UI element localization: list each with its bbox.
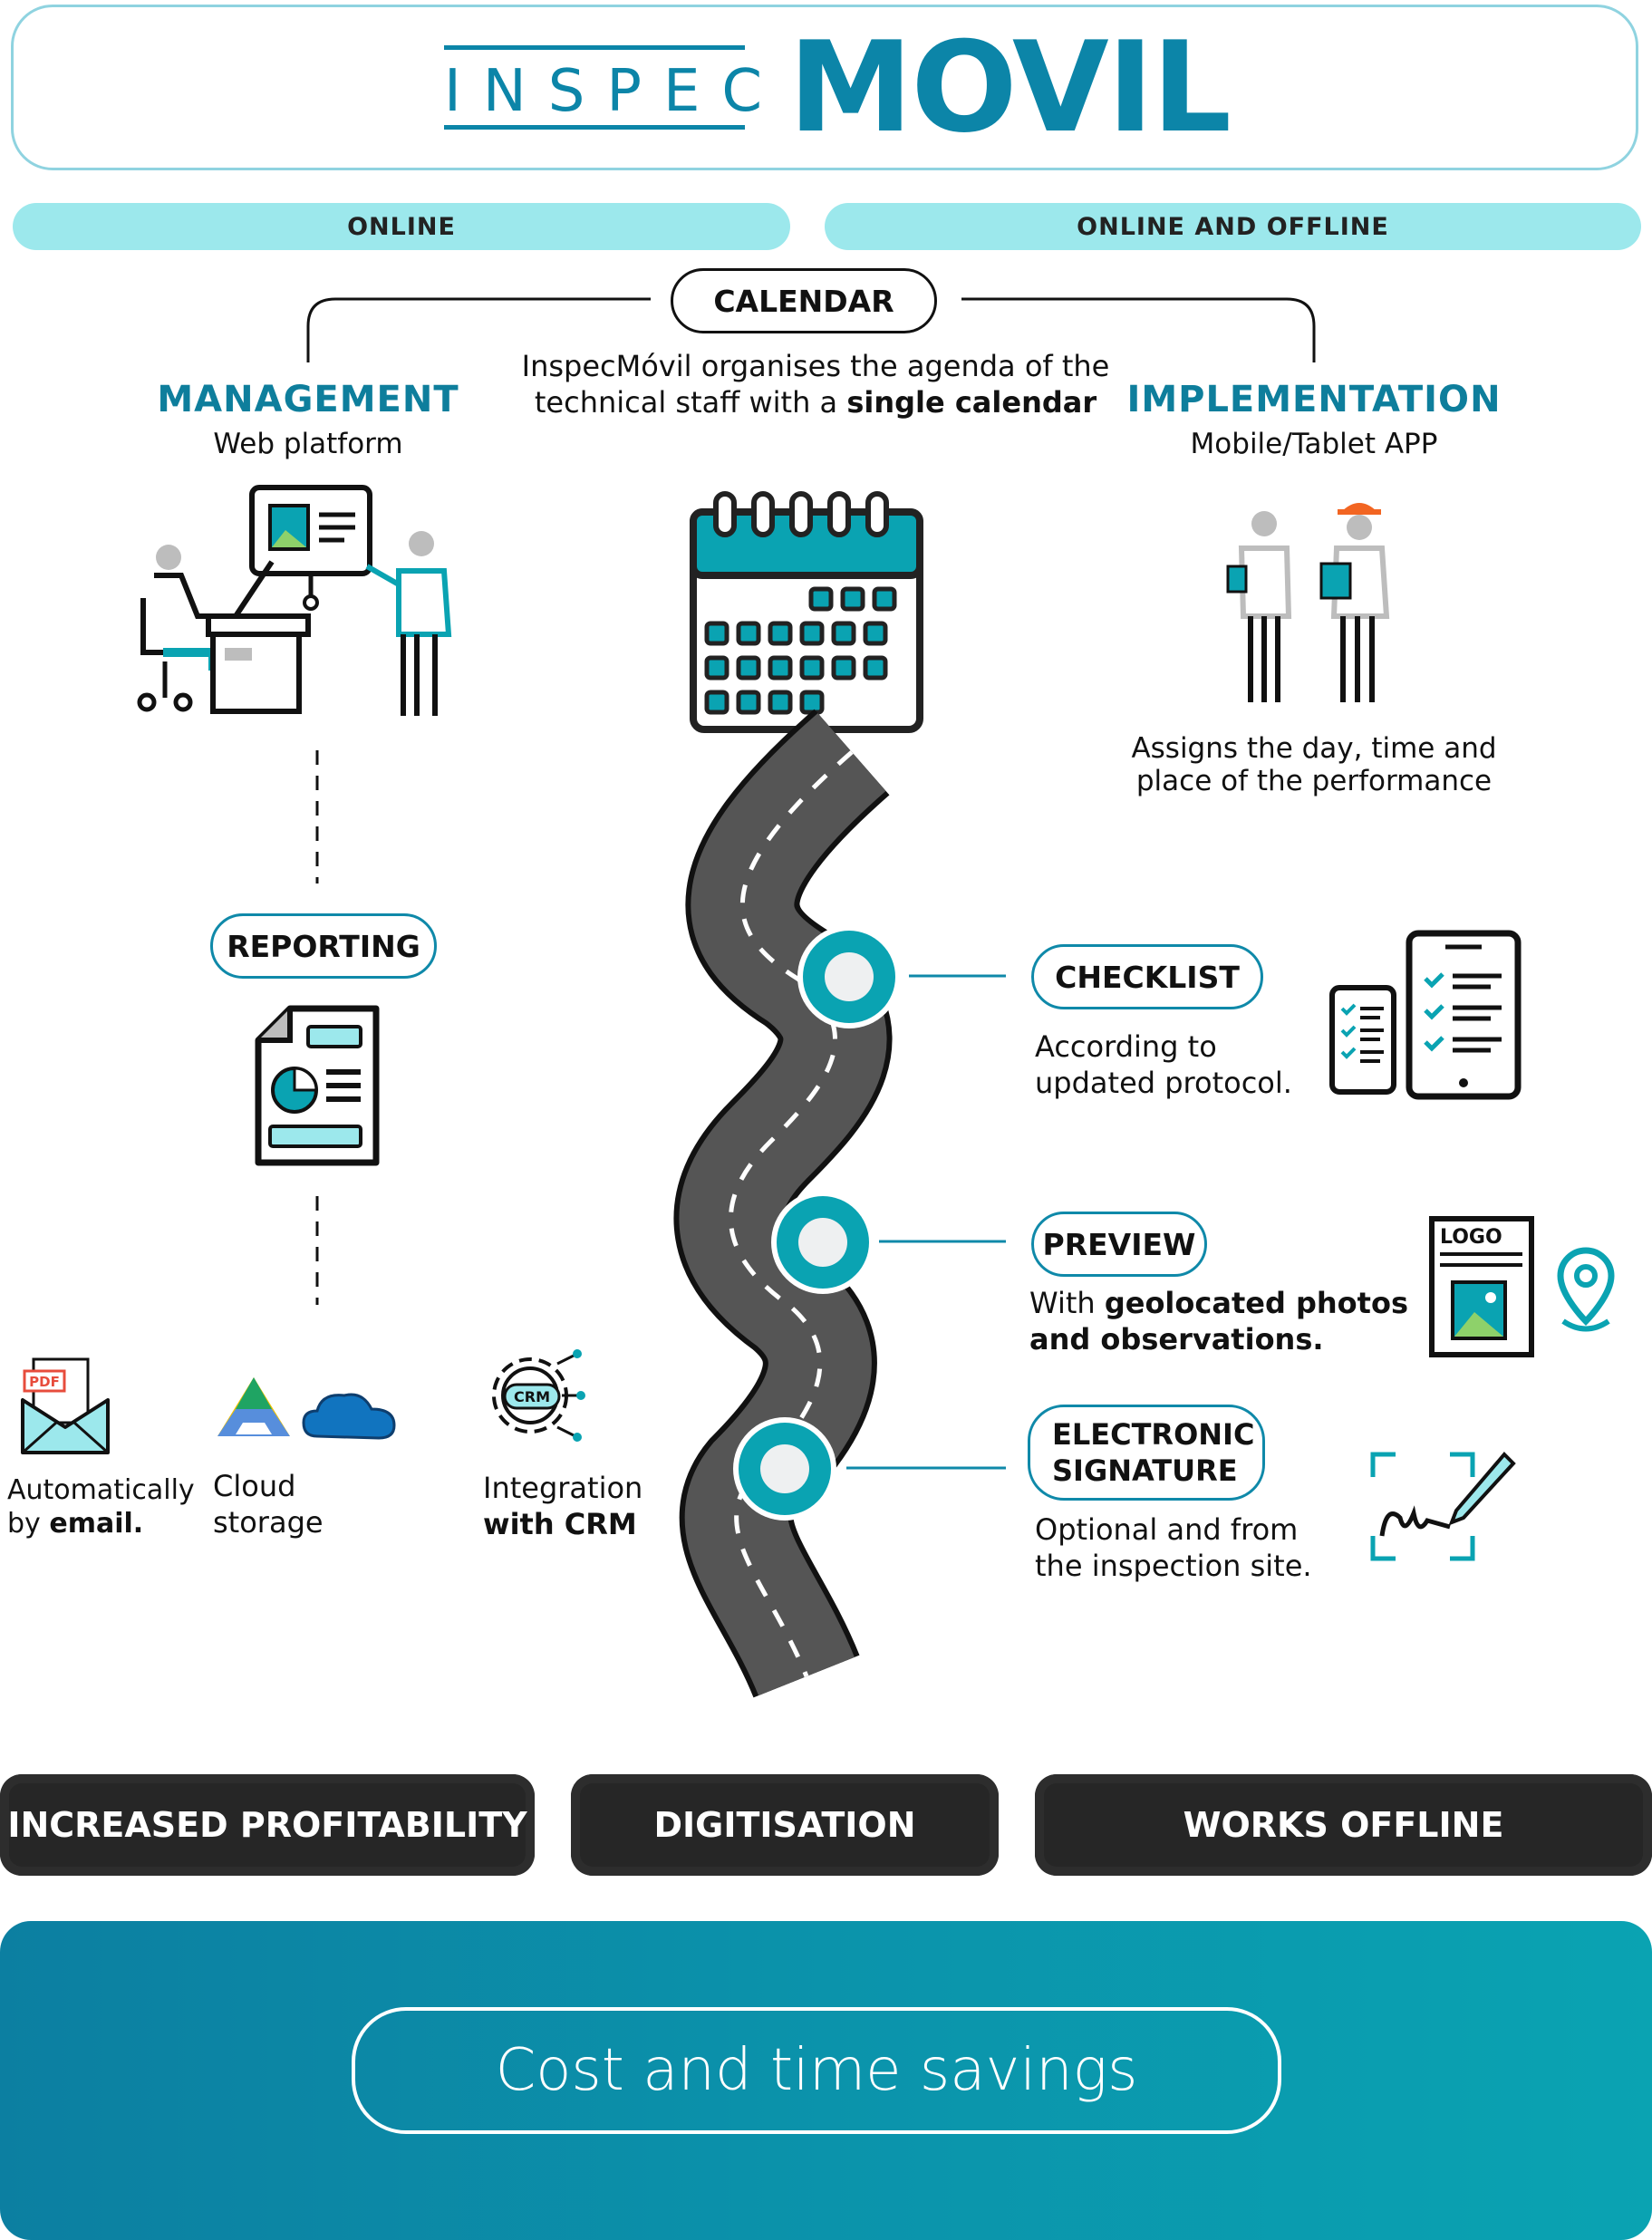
crm-text-line1: Integration xyxy=(483,1471,643,1505)
reporting-pill: REPORTING xyxy=(210,913,437,979)
header-logo-box xyxy=(11,5,1638,170)
logo-label: LOGO xyxy=(1440,1226,1502,1249)
preview-node xyxy=(777,1196,869,1289)
cloud-text-line1: Cloud xyxy=(213,1469,296,1503)
email-text-prefix: by xyxy=(7,1508,50,1540)
implementation-desc-line2: place of the performance xyxy=(1135,765,1493,797)
signature-text-line2: the inspection site. xyxy=(1035,1549,1312,1583)
cloud-storage-icons xyxy=(217,1377,396,1440)
logo-movil: MOVIL xyxy=(788,14,1232,160)
photo-report-icon: LOGO xyxy=(1429,1216,1615,1357)
email-text-bold: email. xyxy=(49,1508,144,1540)
calendar-pill: CALENDAR xyxy=(671,268,937,333)
signature-pill-line1: ELECTRONIC xyxy=(1052,1417,1255,1452)
crm-label: CRM xyxy=(514,1388,550,1405)
management-title: MANAGEMENT xyxy=(157,379,459,420)
pdf-label: PDF xyxy=(29,1374,60,1390)
signature-pill-line2: SIGNATURE xyxy=(1052,1453,1238,1488)
crm-text-line2: with CRM xyxy=(483,1507,637,1541)
workers-illustration xyxy=(1226,503,1390,702)
management-subtitle: Web platform xyxy=(213,428,403,460)
phone-tablet-checklist-icon xyxy=(1329,930,1522,1100)
email-text-line1: Automatically xyxy=(7,1474,195,1506)
signature-text-line1: Optional and from xyxy=(1035,1512,1299,1547)
road-path xyxy=(673,709,893,1699)
benefit-profitability: INCREASED PROFITABILITY xyxy=(0,1774,535,1876)
preview-text-bold: geolocated photos xyxy=(1104,1286,1408,1320)
savings-pill: Cost and time savings xyxy=(352,2007,1281,2134)
preview-text-line1: With geolocated photos xyxy=(1029,1285,1408,1321)
logo-bottom-rule xyxy=(444,125,745,130)
logo-inspec: INSPEC xyxy=(444,58,785,125)
band-online-offline: ONLINE AND OFFLINE xyxy=(825,203,1641,250)
calendar-icon xyxy=(690,491,923,733)
management-illustration xyxy=(137,485,452,716)
email-text-line2: by email. xyxy=(7,1506,143,1542)
implementation-desc-line1: Assigns the day, time and xyxy=(1131,732,1497,765)
benefit-offline: WORKS OFFLINE xyxy=(1035,1774,1652,1876)
preview-text-line2: and observations. xyxy=(1029,1322,1324,1357)
calendar-description-text: technical staff with a xyxy=(534,385,847,420)
savings-band xyxy=(0,1921,1652,2240)
checklist-node xyxy=(803,931,895,1023)
signature-pen-icon xyxy=(1370,1452,1516,1561)
calendar-description-line1: InspecMóvil organises the agenda of the xyxy=(521,349,1110,383)
checklist-text-line1: According to xyxy=(1035,1029,1217,1064)
calendar-description-line2: technical staff with a single calendar xyxy=(489,385,1142,420)
band-online: ONLINE xyxy=(13,203,790,250)
benefit-digitisation: DIGITISATION xyxy=(571,1774,999,1876)
preview-text-prefix: With xyxy=(1029,1286,1105,1320)
signature-pill: ELECTRONIC SIGNATURE xyxy=(1028,1405,1265,1501)
logo-top-rule xyxy=(444,45,745,50)
calendar-description-bold: single calendar xyxy=(846,385,1097,420)
report-document-icon xyxy=(255,1005,380,1166)
checklist-text-line2: updated protocol. xyxy=(1035,1066,1292,1100)
implementation-title: IMPLEMENTATION xyxy=(1126,379,1502,420)
checklist-pill: CHECKLIST xyxy=(1031,944,1263,1009)
signature-node xyxy=(739,1423,831,1515)
cloud-text-line2: storage xyxy=(213,1505,324,1540)
preview-pill: PREVIEW xyxy=(1031,1212,1207,1277)
crm-gear-icon: CRM xyxy=(492,1349,585,1442)
implementation-subtitle: Mobile/Tablet APP xyxy=(1190,428,1438,460)
email-pdf-icon: PDF xyxy=(21,1357,110,1454)
